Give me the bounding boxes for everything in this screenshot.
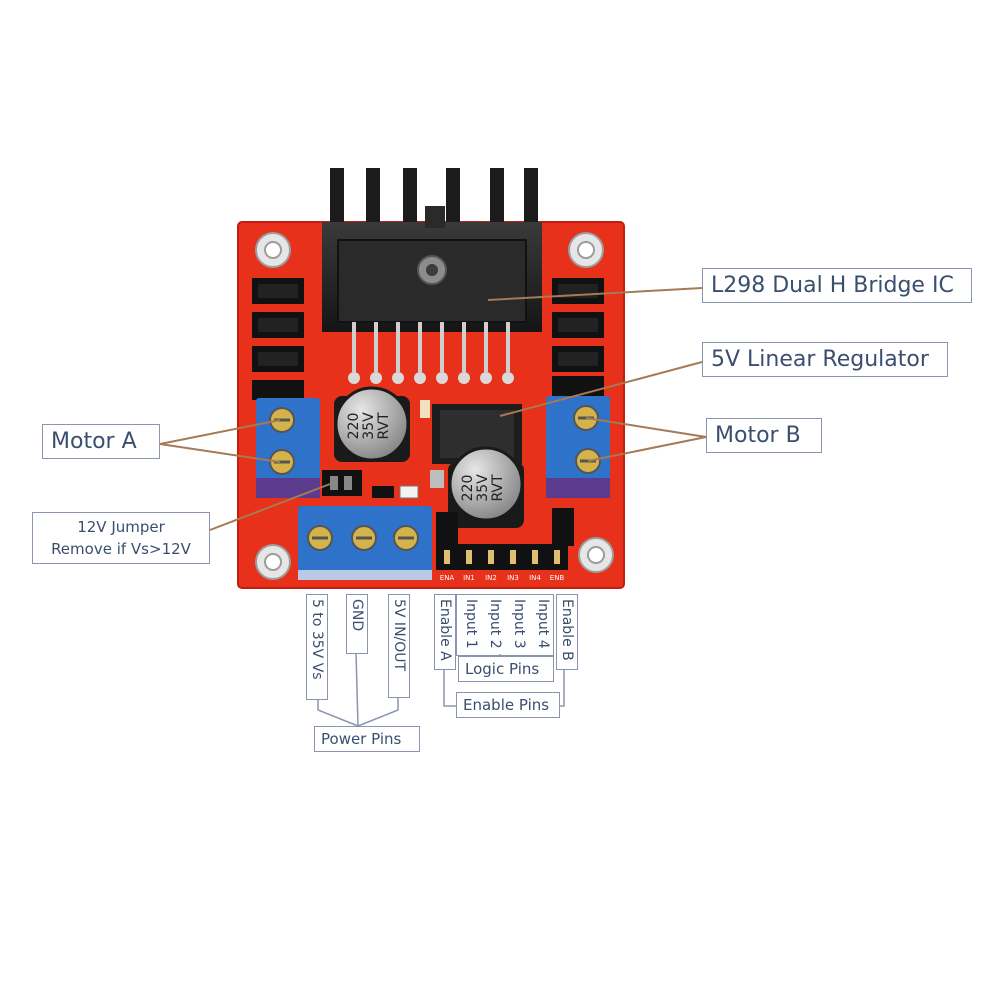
power-terminal [298,506,432,580]
label-logic-pins: Logic Pins [458,656,554,682]
label-vs: 5 to 35V Vs [306,594,328,700]
cap1-marking-text-1: 35V [361,412,377,440]
label-input-2: Input 2 [484,594,506,654]
label-enable-pins: Enable Pins [456,692,560,718]
silk-pin-in3: IN3 [507,574,519,582]
label-input-1: Input 1 [460,594,482,654]
cap2-marking-text-0: 220 [460,475,476,502]
motor-a-terminal [256,398,320,498]
cap2-marking-text-1: 35V [475,474,491,502]
label-gnd: GND [346,594,368,654]
mounting-holes [255,232,614,580]
cap2-marking-text-2: RVT [490,474,506,502]
silk-pin-in4: IN4 [529,574,541,582]
smd-parts [372,400,430,499]
jumper-12v [322,470,362,496]
label-motor-b: Motor B [706,418,822,453]
l298-chip [337,239,527,323]
leader-lines [159,287,707,531]
label-enable-b: Enable B [556,594,578,670]
label-l298: L298 Dual H Bridge IC [702,268,972,303]
silk-pin-ena: ENA [440,574,455,582]
chip-legs [352,322,510,372]
label-5v: 5V IN/OUT [388,594,410,698]
label-input-3: Input 3 [508,594,530,654]
capacitor-1 [334,386,410,462]
capacitor-2 [448,446,524,528]
header-silk-labels: ENA IN1 IN2 IN3 IN4 ENB [440,574,565,582]
label-jumper: 12V Jumper Remove if Vs>12V [32,512,210,564]
label-motor-a: Motor A [42,424,160,459]
pin-callout-lines [317,651,565,727]
cap1-marking-text-2: RVT [376,412,392,440]
logic-header [436,508,574,570]
left-diodes [252,278,304,400]
label-regulator: 5V Linear Regulator [702,342,948,377]
silk-pin-in1: IN1 [463,574,475,582]
label-jumper-line1: 12V Jumper [77,518,165,536]
cap1-marking-text-0: 220 [346,413,362,440]
silk-pin-enb: ENB [550,574,565,582]
chip-solder-pads [348,372,514,384]
label-input-4: Input 4 [532,594,554,654]
label-enable-a: Enable A [434,594,456,670]
label-power-pins: Power Pins [314,726,420,752]
motor-b-terminal [546,396,610,498]
label-jumper-line2: Remove if Vs>12V [51,540,191,558]
logic-pins-bracket [456,594,554,656]
silk-pin-in2: IN2 [485,574,497,582]
